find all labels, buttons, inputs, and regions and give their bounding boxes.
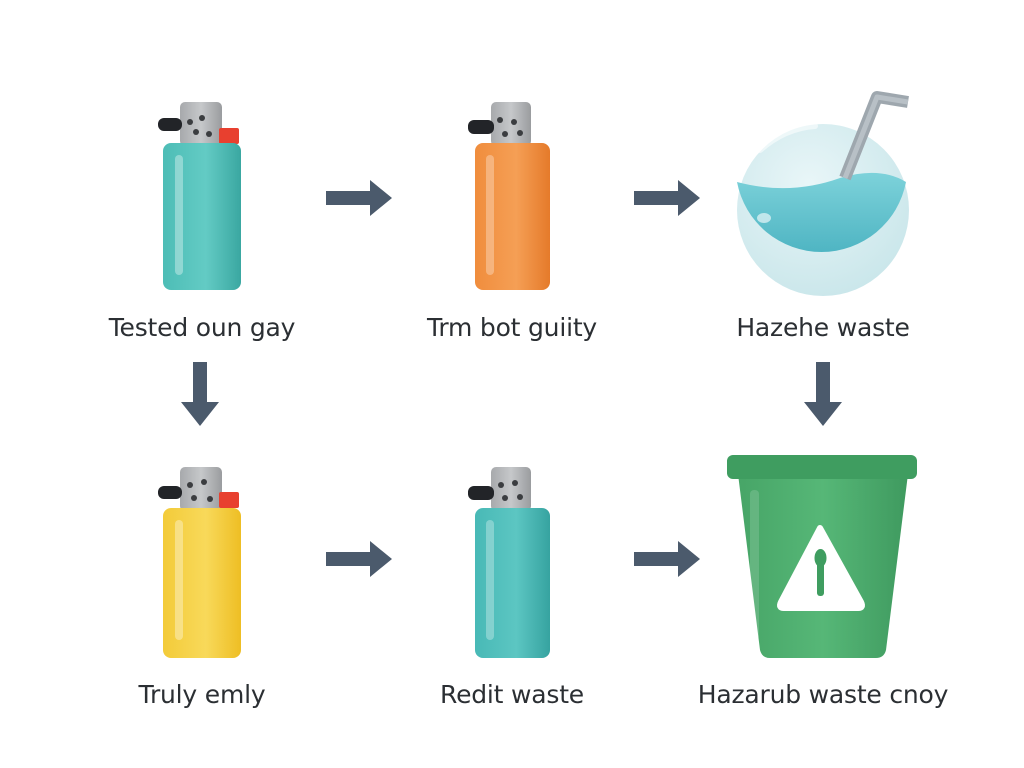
- arrow-right-icon: [634, 180, 700, 216]
- teal-lighter-icon: [468, 467, 550, 658]
- step-label: Tested oun gay: [108, 313, 296, 342]
- hazard-bin-icon: [727, 455, 917, 658]
- step-label: Hazarub waste cnoy: [697, 680, 949, 709]
- step-label: Hazehe waste: [736, 313, 910, 342]
- water-sphere-icon: [737, 91, 909, 296]
- step-label: Trm bot guiity: [426, 313, 598, 342]
- arrow-down-icon: [804, 362, 842, 426]
- orange-lighter-icon: [468, 102, 550, 290]
- arrow-right-icon: [326, 180, 392, 216]
- teal-lighter-icon: [158, 102, 241, 290]
- yellow-lighter-icon: [158, 467, 241, 658]
- step-label: Redit waste: [440, 680, 584, 709]
- step-label: Truly emly: [138, 680, 266, 709]
- arrow-right-icon: [326, 541, 392, 577]
- arrow-down-icon: [181, 362, 219, 426]
- arrow-right-icon: [634, 541, 700, 577]
